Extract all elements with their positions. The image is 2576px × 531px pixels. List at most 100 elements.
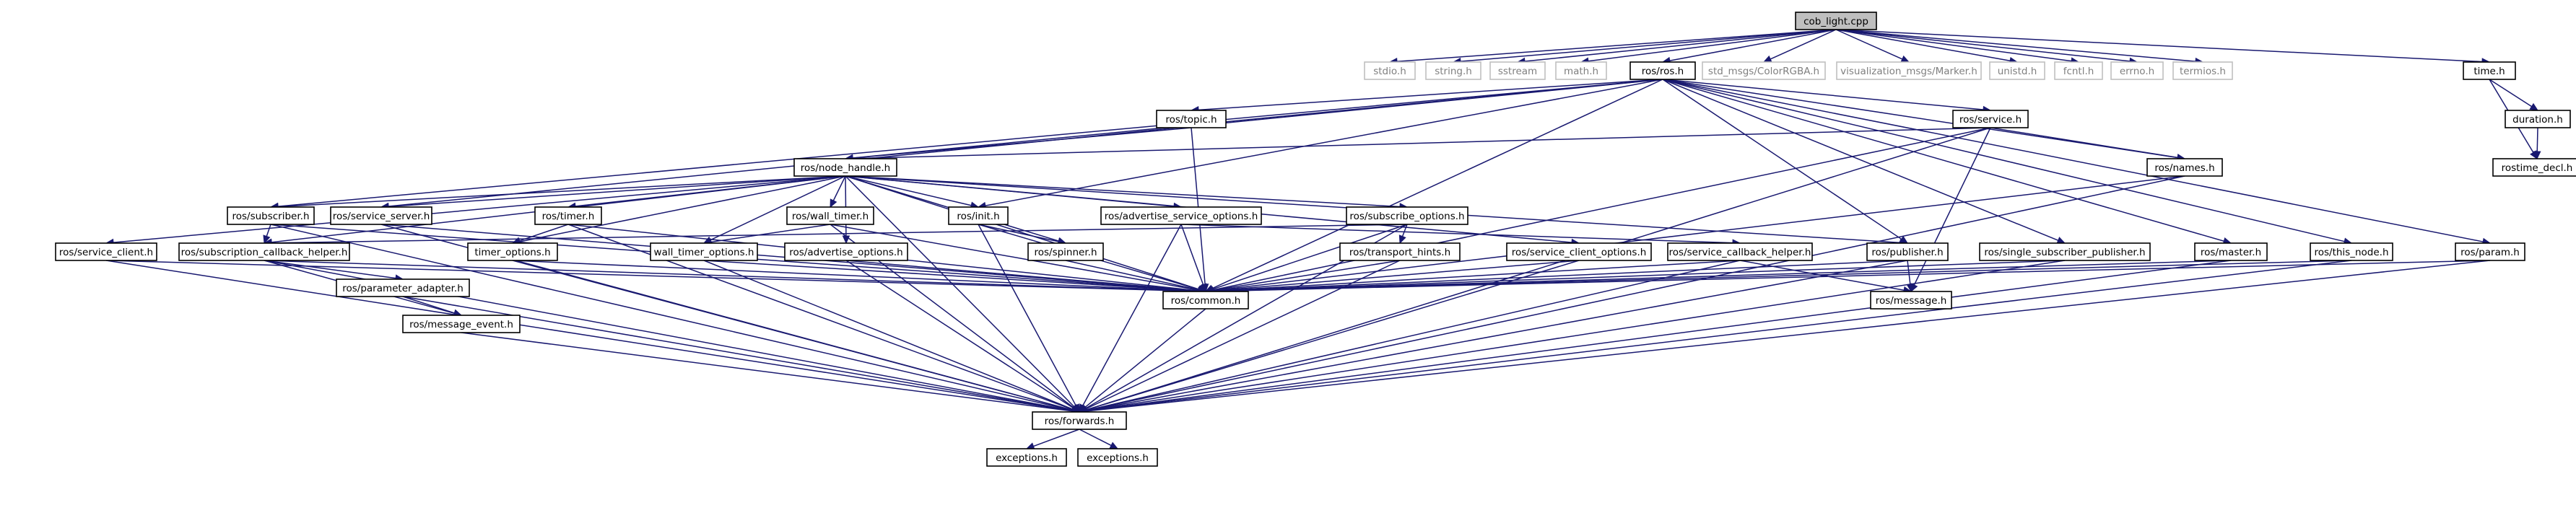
- node-string: string.h: [1425, 61, 1481, 80]
- node-label: ros/single_subscriber_publisher.h: [1984, 247, 2145, 258]
- edge-root-to-marker: [1835, 29, 1903, 60]
- edge-root-to-sstream: [1524, 29, 1837, 62]
- node-names[interactable]: ros/names.h: [2146, 158, 2223, 177]
- node-service[interactable]: ros/service.h: [1952, 110, 2029, 128]
- node-sub-cb-helper[interactable]: ros/subscription_callback_helper.h: [178, 242, 350, 261]
- edge-sub_cb_helper-to-common: [264, 260, 1199, 292]
- node-subscribe-opts[interactable]: ros/subscribe_options.h: [1346, 206, 1468, 225]
- node-publisher[interactable]: ros/publisher.h: [1866, 242, 1949, 261]
- node-label: exceptions.h: [1087, 452, 1149, 464]
- node-box: [1027, 242, 1104, 261]
- node-box: [1364, 61, 1416, 80]
- node-transport-hints[interactable]: ros/transport_hints.h: [1339, 242, 1461, 261]
- edge-duration-to-rostime_decl: [2536, 127, 2538, 152]
- node-label: ros/transport_hints.h: [1349, 247, 1450, 258]
- node-message[interactable]: ros/message.h: [1870, 291, 1952, 310]
- node-srv-cb-helper[interactable]: ros/service_callback_helper.h: [1667, 242, 1813, 261]
- node-label: stdio.h: [1373, 66, 1406, 77]
- node-service-client[interactable]: ros/service_client.h: [55, 242, 157, 261]
- node-label: ros/parameter_adapter.h: [342, 283, 464, 294]
- node-box: [650, 242, 758, 261]
- edge-ros_ros-to-common: [1211, 79, 1663, 289]
- node-label: ros/service_callback_helper.h: [1669, 247, 1811, 258]
- node-this-node[interactable]: ros/this_node.h: [2310, 242, 2393, 261]
- edge-node_handle-to-init: [845, 175, 972, 206]
- node-label: ros/common.h: [1171, 295, 1241, 307]
- node-service-server[interactable]: ros/service_server.h: [330, 206, 432, 225]
- node-adv-opts[interactable]: ros/advertise_options.h: [784, 242, 908, 261]
- node-node-handle[interactable]: ros/node_handle.h: [793, 158, 897, 177]
- node-stdio: stdio.h: [1364, 61, 1416, 80]
- node-box: [1339, 242, 1461, 261]
- node-spinner[interactable]: ros/spinner.h: [1027, 242, 1104, 261]
- node-forwards[interactable]: ros/forwards.h: [1032, 411, 1127, 430]
- node-box: [467, 242, 558, 261]
- node-time[interactable]: time.h: [2463, 61, 2516, 80]
- edge-service-to-forwards: [1086, 127, 1991, 411]
- node-exceptions1[interactable]: exceptions.h: [986, 448, 1067, 467]
- node-init[interactable]: ros/init.h: [948, 206, 1009, 225]
- edge-ros_ros-to-master: [1662, 79, 2224, 242]
- node-root[interactable]: cob_light.cpp: [1795, 12, 1877, 30]
- edge-topic-to-common: [1191, 127, 1206, 285]
- edge-param-to-forwards: [1086, 260, 2491, 412]
- edge-single_sub_pub-to-forwards: [1086, 260, 2066, 412]
- edge-root-to-time: [1835, 29, 2483, 63]
- node-adv-srv-opts[interactable]: ros/advertise_service_options.h: [1100, 206, 1262, 225]
- node-srv-client-opts[interactable]: ros/service_client_options.h: [1506, 242, 1652, 261]
- node-subscriber[interactable]: ros/subscriber.h: [227, 206, 315, 225]
- node-box: [1667, 242, 1813, 261]
- edge-transport_hints-to-common: [1212, 260, 1401, 291]
- node-master[interactable]: ros/master.h: [2194, 242, 2268, 261]
- edge-publisher-to-forwards: [1086, 260, 1908, 411]
- node-message-event[interactable]: ros/message_event.h: [402, 315, 521, 333]
- node-timer[interactable]: ros/timer.h: [534, 206, 602, 225]
- edge-publisher-to-common: [1212, 260, 1908, 292]
- node-wall-timer-opts[interactable]: wall_timer_options.h: [650, 242, 758, 261]
- node-label: sstream: [1498, 66, 1537, 77]
- edge-arrowhead-root-to-marker: [1900, 55, 1910, 63]
- node-topic[interactable]: ros/topic.h: [1156, 110, 1227, 128]
- node-fcntl: fcntl.h: [2054, 61, 2103, 80]
- edge-root-to-unistd: [1835, 29, 2011, 61]
- node-label: ros/param.h: [2460, 247, 2520, 258]
- node-exceptions2[interactable]: exceptions.h: [1077, 448, 1158, 467]
- node-rostime-decl[interactable]: rostime_decl.h: [2492, 158, 2576, 177]
- dependency-nodes: cob_light.cpp stdio.h string.h sstream math.…: [55, 12, 2576, 467]
- node-box: [2492, 158, 2576, 177]
- node-label: termios.h: [2180, 66, 2226, 77]
- edge-service-to-node_handle: [852, 127, 1991, 159]
- edge-names-to-common: [1212, 175, 2185, 291]
- edge-service_client-to-common: [105, 260, 1199, 292]
- node-wall-timer[interactable]: ros/wall_timer.h: [786, 206, 874, 225]
- node-duration[interactable]: duration.h: [2505, 110, 2571, 128]
- edge-sub_cb_helper-to-param_adapter: [264, 260, 396, 279]
- edge-ros_ros-to-topic: [1198, 79, 1663, 111]
- node-math: math.h: [1555, 61, 1607, 80]
- edge-timer_opts-to-forwards: [512, 260, 1073, 411]
- edge-adv_srv_opts-to-forwards: [1082, 224, 1182, 406]
- edge-arrowhead-subscribe_opts-to-transport_hints: [1398, 234, 1406, 245]
- node-ros-ros[interactable]: ros/ros.h: [1629, 61, 1696, 80]
- node-box: [1836, 61, 1982, 80]
- node-timer-opts[interactable]: timer_options.h: [467, 242, 558, 261]
- node-box: [336, 278, 470, 297]
- node-label: ros/timer.h: [542, 211, 595, 222]
- node-param-adapter[interactable]: ros/parameter_adapter.h: [336, 278, 470, 297]
- node-box: [178, 242, 350, 261]
- node-common[interactable]: ros/common.h: [1162, 291, 1249, 310]
- node-label: ros/publisher.h: [1871, 247, 1943, 258]
- edge-subscribe_opts-to-transport_hints: [1401, 224, 1408, 237]
- edge-forwards-to-exceptions1: [1033, 429, 1080, 447]
- edge-srv_client_opts-to-common: [1212, 260, 1580, 291]
- edge-spinner-to-common: [1065, 260, 1199, 291]
- node-single-sub-pub[interactable]: ros/single_subscriber_publisher.h: [1979, 242, 2151, 261]
- node-box: [1989, 61, 2045, 80]
- node-label: timer_options.h: [474, 247, 550, 258]
- edge-init-to-spinner: [978, 224, 1059, 242]
- node-param[interactable]: ros/param.h: [2455, 242, 2525, 261]
- node-box: [948, 206, 1009, 225]
- edge-ros_ros-to-subscriber: [277, 79, 1663, 207]
- edge-root-to-stdio: [1396, 29, 1837, 63]
- edge-wall_timer_opts-to-forwards: [703, 260, 1074, 410]
